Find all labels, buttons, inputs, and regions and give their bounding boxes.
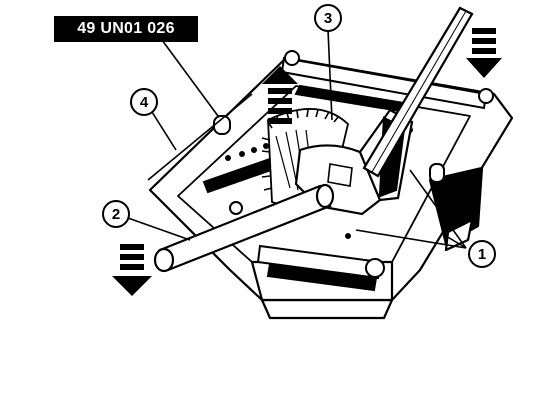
- callout-2: 2: [102, 200, 130, 228]
- arrow-top-right: [466, 28, 502, 78]
- callout-2-number: 2: [112, 206, 120, 223]
- part-number-label: 49 UN01 026: [54, 16, 198, 42]
- callout-4-number: 4: [140, 94, 149, 111]
- callout-1-number: 1: [478, 246, 486, 263]
- press-bolts: [213, 50, 494, 278]
- tool-bar-2: [153, 183, 335, 273]
- leader-lines: [127, 29, 467, 249]
- arrow-bottom-left: [112, 244, 152, 296]
- callout-4: 4: [130, 88, 158, 116]
- arrow-center-up: [262, 66, 298, 124]
- callout-3-number: 3: [324, 10, 332, 27]
- callout-3: 3: [314, 4, 342, 32]
- callout-1: 1: [468, 240, 496, 268]
- tool-bar-3: [362, 6, 474, 178]
